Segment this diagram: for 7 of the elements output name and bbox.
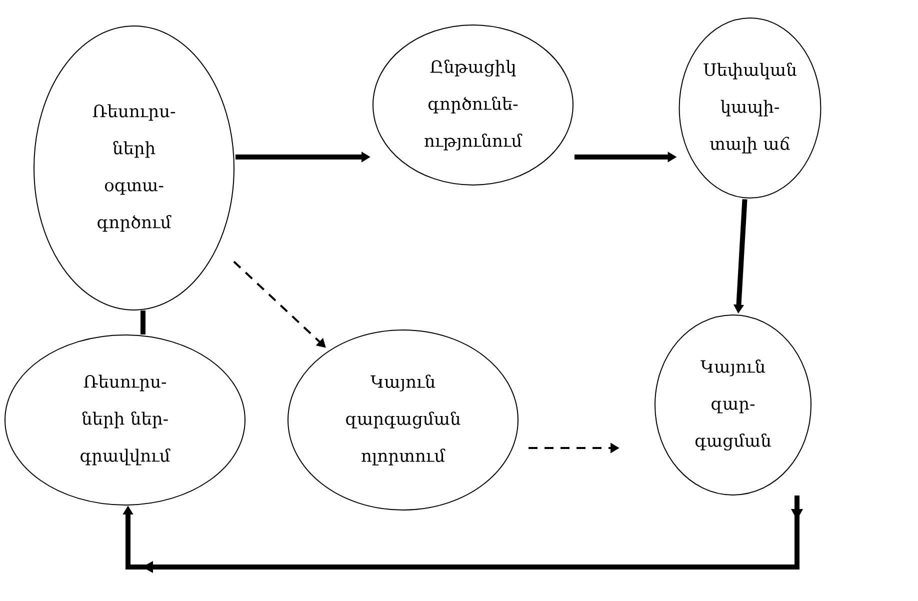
ellipse-node: Սեփական կապի- տալի աճ xyxy=(678,18,822,198)
ellipse-node: Ռեսուրս- ների օգտա- գործում xyxy=(34,26,234,310)
arrow xyxy=(122,496,803,573)
ellipse-node: Ընթացիկ գործունե- ությունում xyxy=(372,24,574,186)
ellipse-node: Կայուն զար- գացման xyxy=(654,314,812,496)
ellipse-node: Կայուն զարգացման ոլորտում xyxy=(288,330,518,510)
ellipse-node: Ռեսուրս- ների ներ- գրավվում xyxy=(4,334,246,506)
